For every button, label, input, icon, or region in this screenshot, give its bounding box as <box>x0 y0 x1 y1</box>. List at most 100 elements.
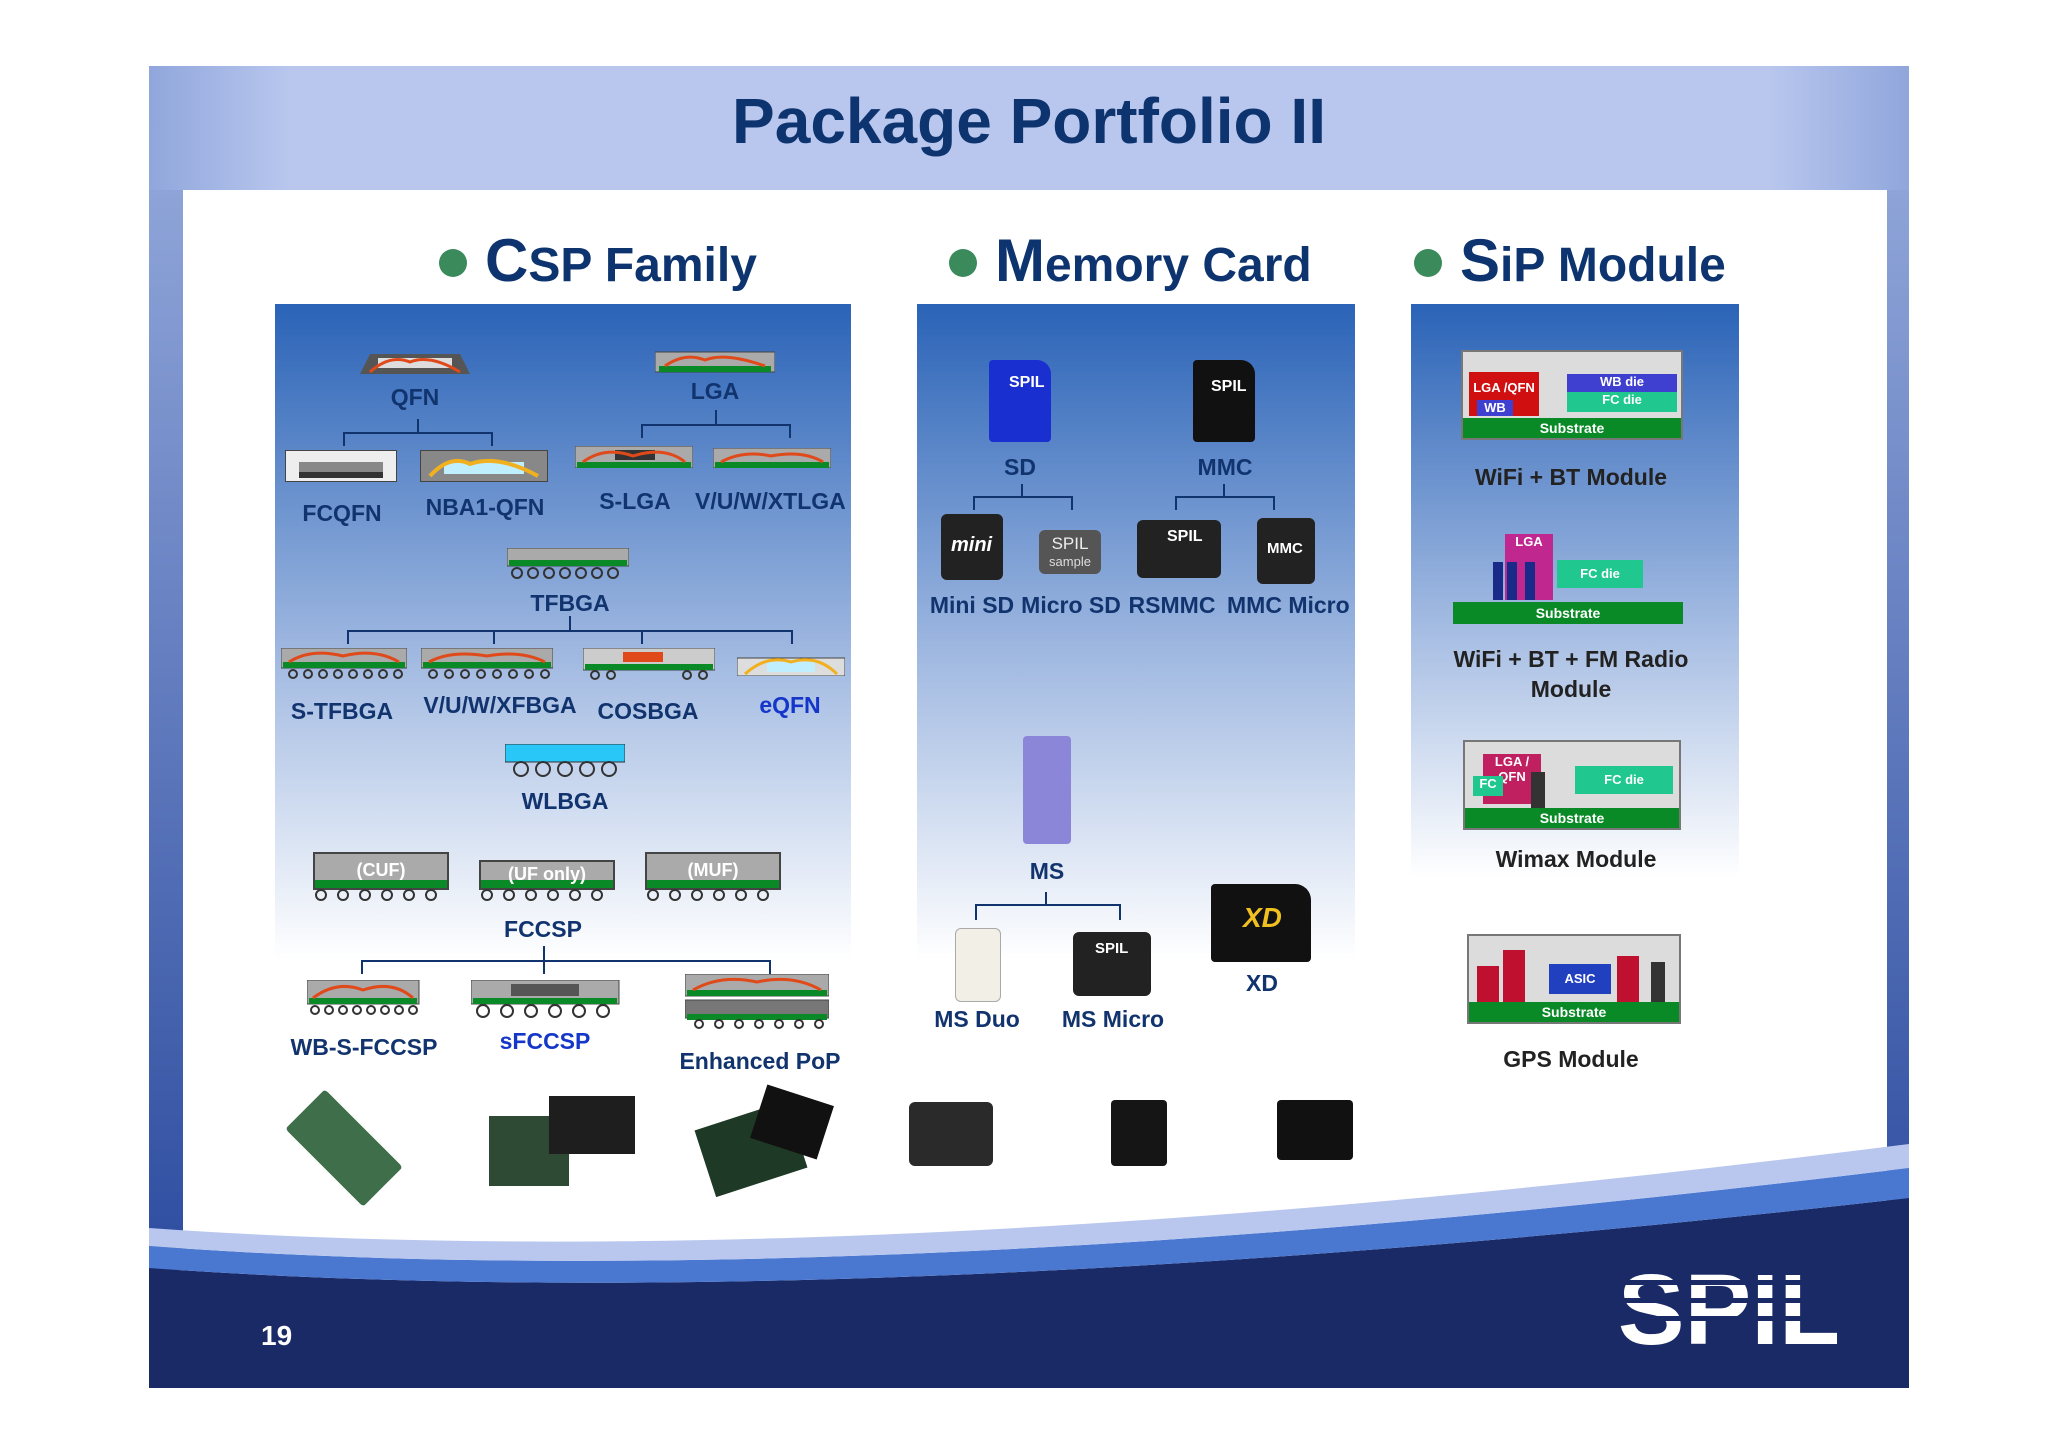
label-mmc: MMC <box>1197 454 1253 480</box>
csp-family-panel: QFN LGA FCQFN NBA1-QFN S-LGA V/U/W/XTLGA <box>275 304 851 1124</box>
connector <box>975 904 1121 906</box>
bullet-icon <box>1414 249 1442 278</box>
bullet-icon <box>949 249 977 278</box>
substrate-bar: Substrate <box>1463 418 1681 438</box>
cuf-package-icon: (CUF) <box>313 852 449 890</box>
label-muf: (MUF) <box>687 860 739 880</box>
label-lga: LGA <box>690 378 740 404</box>
bump-row-icon <box>481 889 603 901</box>
bump-row-icon <box>315 889 437 901</box>
sip-module-panel: LGA /QFN WB WB die FC die Substrate WiFi… <box>1411 304 1739 1124</box>
label-mini-sd: Mini SD <box>929 592 1015 618</box>
connector <box>493 630 495 644</box>
ms-duo-card-icon <box>955 928 1001 1002</box>
connector <box>347 630 349 644</box>
connector <box>715 410 717 424</box>
connector <box>1273 496 1275 510</box>
vuwxtlga-package-icon <box>713 448 831 468</box>
fc-die-block: FC die <box>1557 560 1643 588</box>
title-bar: Package Portfolio II <box>149 66 1909 190</box>
mini-sd-card-icon: mini <box>941 514 1003 580</box>
footer-wave <box>149 1144 1909 1388</box>
label-wimax-module: Wimax Module <box>1495 846 1657 872</box>
connector <box>791 630 793 644</box>
label-sfccsp: sFCCSP <box>499 1028 591 1054</box>
xd-card-icon: XD <box>1211 884 1311 962</box>
right-shade <box>1887 190 1909 1270</box>
label-rsmmc: RSMMC <box>1128 592 1216 618</box>
slide: Package Portfolio II CSP Family Memory C… <box>149 66 1909 1388</box>
section-heading-csp: CSP Family <box>439 226 757 295</box>
micro-sd-photo <box>909 1102 993 1166</box>
mmc-card-icon: SPIL <box>1193 360 1255 442</box>
wlbga-package-icon <box>505 744 625 777</box>
wifi-bt-fm-module-diagram: LGA FC die Substrate <box>1453 534 1683 624</box>
label-wifi-bt-fm-line2: Module <box>1530 676 1612 702</box>
wifi-bt-module-diagram: LGA /QFN WB WB die FC die Substrate <box>1461 350 1683 440</box>
connector <box>343 432 493 434</box>
s-lga-package-icon <box>575 446 693 468</box>
mmc-micro-photo <box>1111 1100 1167 1166</box>
label-ms-duo: MS Duo <box>934 1006 1020 1032</box>
label-tfbga: TFBGA <box>530 590 610 616</box>
label-vuwxfbga: V/U/W/XFBGA <box>423 692 577 718</box>
connector <box>491 432 493 446</box>
label-uf-only: (UF only) <box>508 864 586 884</box>
connector <box>1119 904 1121 920</box>
spil-chip-photo <box>549 1096 635 1154</box>
fc-die-block: FC die <box>1567 392 1677 412</box>
label-wlbga: WLBGA <box>521 788 609 814</box>
page-number: 19 <box>261 1320 293 1351</box>
wb-block: WB <box>1477 400 1513 416</box>
connector <box>1021 484 1023 496</box>
fc-block: FC <box>1473 776 1503 796</box>
tfbga-package-icon <box>507 548 629 579</box>
bump-row-icon <box>647 889 769 901</box>
connector <box>641 424 791 426</box>
enhanced-pop-package-icon <box>685 974 829 1029</box>
connector <box>1223 484 1225 496</box>
label-ms: MS <box>1029 858 1065 884</box>
qfn-package-icon <box>360 354 470 374</box>
wb-s-fccsp-package-icon <box>307 980 420 1015</box>
mi-z-block <box>1503 950 1525 1002</box>
connector <box>769 960 771 974</box>
label-sd: SD <box>1004 454 1036 480</box>
label-cuf: (CUF) <box>356 860 406 880</box>
connector <box>361 960 363 974</box>
fc-die-block: FC die <box>1575 766 1673 794</box>
label-eqfn: eQFN <box>759 692 821 718</box>
mi-y-block <box>1617 956 1639 1002</box>
label-gps-module: GPS Module <box>1503 1046 1639 1072</box>
gps-module-diagram: ASIC Substrate <box>1467 934 1681 1024</box>
label-qfn: QFN <box>390 384 440 410</box>
sfccsp-package-icon <box>471 980 620 1018</box>
bullet-icon <box>439 249 467 278</box>
mi-x-block <box>1477 966 1499 1002</box>
wimax-module-diagram: LGA / QFN FC FC die Substrate <box>1463 740 1681 830</box>
uf-only-package-icon: (UF only) <box>479 860 615 890</box>
label-s-lga: S-LGA <box>599 488 671 514</box>
label-vuwxtlga: V/U/W/XTLGA <box>695 488 846 514</box>
lga-package-icon <box>655 351 775 373</box>
label-fcqfn: FCQFN <box>302 500 382 526</box>
connector <box>569 616 571 630</box>
connector <box>347 630 793 632</box>
label-s-tfbga: S-TFBGA <box>290 698 394 724</box>
connector <box>789 424 791 438</box>
connector <box>975 904 977 920</box>
connector <box>543 960 545 974</box>
sd-card-icon: SPIL <box>989 360 1051 442</box>
label-enhanced-pop: Enhanced PoP <box>679 1048 841 1074</box>
slide-title: Package Portfolio II <box>732 85 1326 157</box>
connector <box>343 432 345 446</box>
eqfn-package-icon <box>737 657 845 676</box>
label-mmc-micro: MMC Micro <box>1227 592 1350 618</box>
left-shade <box>149 190 183 1270</box>
cosbga-package-icon <box>583 648 715 680</box>
s-tfbga-package-icon <box>281 648 407 679</box>
connector <box>417 419 419 433</box>
label-nba1-qfn: NBA1-QFN <box>425 494 545 520</box>
connector <box>1175 496 1275 498</box>
connector <box>1071 496 1073 510</box>
